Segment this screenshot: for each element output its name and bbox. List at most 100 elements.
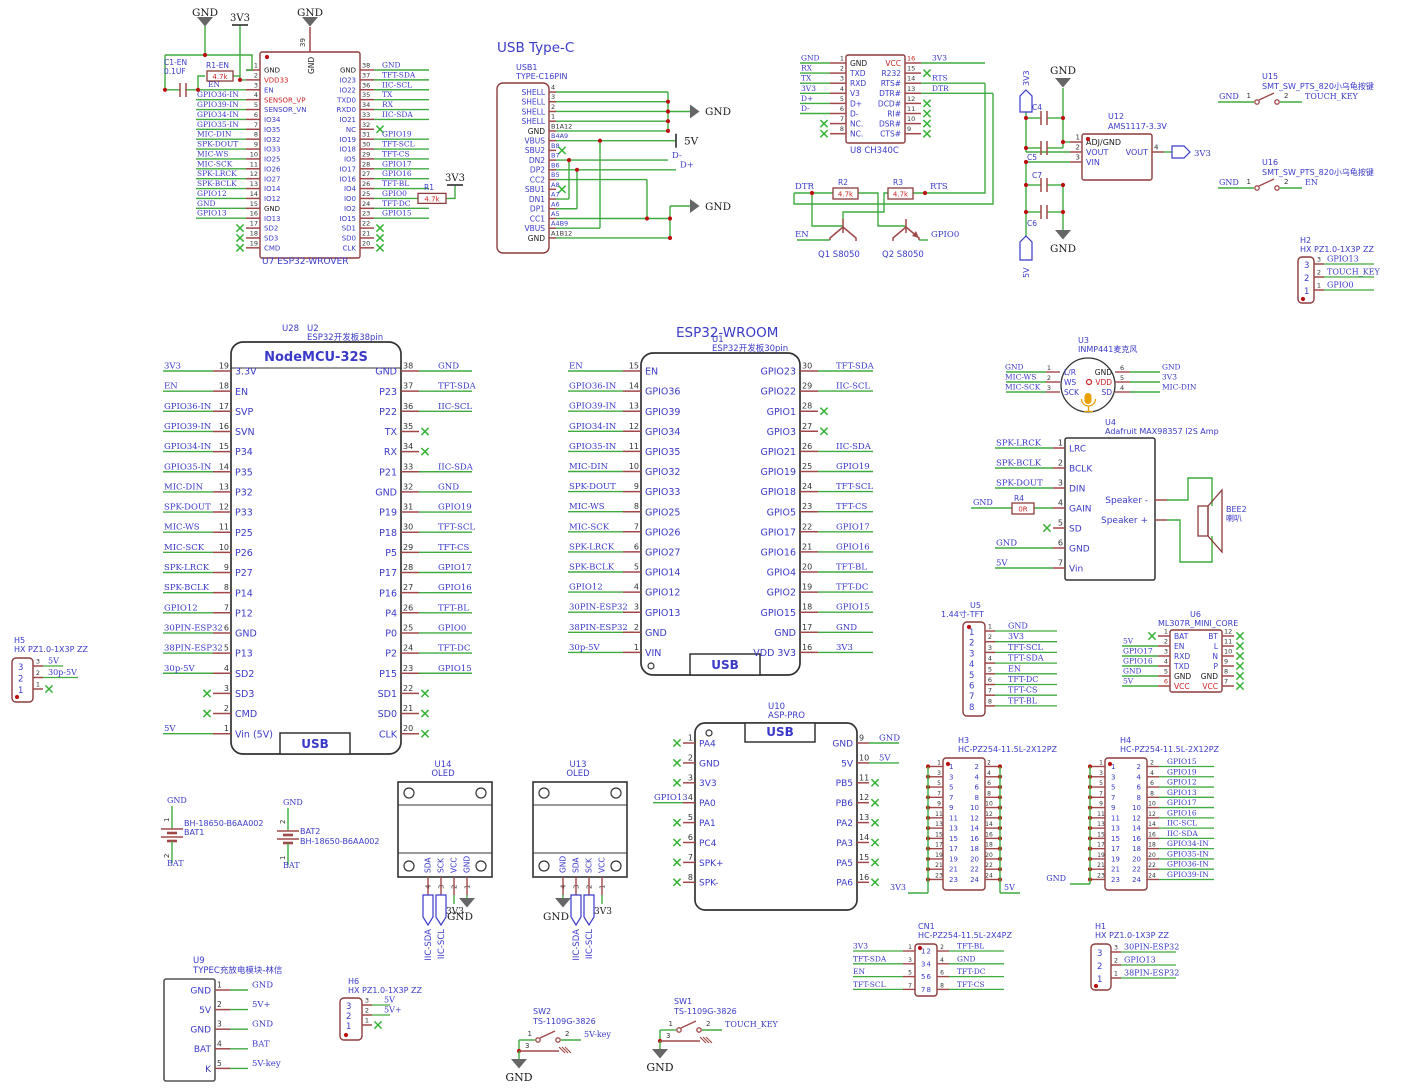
pin-number: 24 — [970, 876, 979, 884]
pin-name: P34 — [235, 447, 253, 458]
pin-number: 23 — [1097, 872, 1105, 879]
pin-number: 4 — [688, 793, 693, 802]
pin-number: 17 — [802, 623, 812, 632]
pin-name: GPIO32 — [645, 467, 680, 478]
h1-body — [1090, 943, 1112, 991]
net-flag — [583, 894, 595, 927]
net-label: GPIO36-IN — [164, 402, 212, 412]
pin-name: GPIO23 — [761, 367, 796, 378]
net-label: GPIO16 — [836, 542, 870, 552]
junction-dot — [566, 158, 572, 163]
pin-name: BAT — [1174, 632, 1189, 641]
pin-number: 29 — [403, 543, 413, 552]
net-label: TOUCH_KEY — [1305, 92, 1359, 101]
power-label: 3V3 — [446, 907, 464, 917]
pin-number: 37 — [403, 382, 413, 391]
usb-port-label: USB — [766, 725, 794, 739]
battery-ref: BH-18650-B6AA002 — [300, 837, 379, 846]
pin-number: 1 — [988, 623, 992, 631]
pin-number: 12 — [859, 793, 869, 802]
mount-hole — [538, 787, 550, 799]
chassis-gnd-icon — [702, 1036, 710, 1044]
pin-name: RXD — [850, 79, 866, 88]
decor-label: BEE2 — [1226, 505, 1247, 514]
pin-name: GND — [340, 67, 356, 75]
pin-name: GND — [559, 856, 568, 873]
u7-esp32-wrover-ref: U7 ESP32-WROVER — [262, 257, 349, 267]
net-label: EN — [1305, 178, 1318, 187]
pin-number: 21 — [362, 229, 370, 237]
mount-hole — [403, 787, 415, 799]
pin-name: IO25 — [264, 156, 280, 164]
net-label: TFT-CS — [1008, 686, 1038, 695]
switch-contact — [535, 1037, 541, 1043]
pin-number: 15 — [219, 442, 229, 451]
net-label: GPIO39-IN — [197, 100, 239, 109]
pin-name: SBU2 — [525, 146, 545, 155]
junction-dot — [343, 1032, 349, 1038]
pin-number: 8 — [634, 502, 639, 511]
pin-number: 23 — [802, 502, 812, 511]
pin-number: 3 — [969, 649, 974, 659]
h1-ref: HX PZ1.0-1X3P ZZ — [1095, 931, 1169, 940]
net-label: GND — [1162, 363, 1181, 372]
pin-name: GPIO4 — [767, 568, 796, 579]
pin-number: 7 — [1111, 794, 1115, 802]
net-label: 38PIN-ESP32 — [569, 623, 628, 633]
pin-number: A1B12 — [551, 229, 572, 237]
net-label: SPK-DOUT — [164, 503, 211, 513]
pin-number: 1 — [688, 734, 693, 743]
pin-number: 5 — [921, 973, 925, 981]
pin-number: 5 — [1058, 519, 1063, 528]
pin-name: GPIO17 — [761, 527, 796, 538]
pin-number: 6 — [224, 623, 229, 632]
net-label: GPIO36-IN — [569, 382, 617, 392]
pin-number: 7 — [921, 986, 925, 994]
pin-number: 1 — [921, 948, 925, 956]
usb1-type-c16pin-body — [496, 82, 550, 254]
pin-number: 1 — [528, 1030, 532, 1038]
pin-name: SDA — [424, 857, 433, 873]
pin-name: SD0 — [378, 709, 397, 720]
pin-number: 3 — [224, 684, 229, 693]
pin-number: 27 — [802, 422, 812, 431]
net-label: IIC-SCL — [382, 80, 412, 89]
decor-label: 0.1UF — [164, 67, 186, 76]
net-label: GPIO13 — [654, 793, 688, 803]
pin-name: N — [1212, 652, 1218, 661]
u3-inmp441-ref: U3 — [1078, 336, 1089, 345]
pin-name: IO21 — [340, 116, 356, 124]
net-label: MIC-SCK — [164, 543, 205, 553]
net-label: SPK-LRCK — [569, 542, 615, 552]
net-label: SPK-BCLK — [569, 563, 615, 573]
pin-name: PA1 — [699, 819, 716, 829]
pin-number: 3 — [254, 81, 258, 89]
pin-name: PB5 — [836, 779, 853, 789]
pin-name: RTS# — [881, 79, 901, 88]
net-label: TFT-SDA — [382, 70, 416, 79]
pin-name: CMD — [264, 245, 280, 253]
gnd-symbol — [690, 104, 700, 119]
pin-name: GND — [1095, 368, 1112, 377]
u13-ref: U13 — [569, 760, 586, 770]
pin-number: A4B9 — [551, 220, 568, 228]
pin-name: P5 — [385, 548, 397, 559]
pin-number: 2 — [1284, 178, 1288, 186]
pin-name: CMD — [235, 709, 257, 720]
pin-number: 27 — [362, 170, 370, 178]
decor-label: GND — [705, 201, 731, 213]
battery-ref: BH-18650-B6AA002 — [184, 819, 263, 828]
mount-hole — [475, 860, 487, 872]
pin-number: 3 — [551, 93, 555, 101]
pin-number: 8 — [224, 583, 229, 592]
decor-label: EN — [208, 80, 220, 89]
decor-label: GND — [705, 106, 731, 118]
u6-ml307r-ref: ML307R_MINI_CORE — [1158, 619, 1238, 628]
net-flag — [570, 894, 582, 927]
mount-hole — [610, 860, 622, 872]
net-label: GPIO17 — [1123, 647, 1153, 656]
junction-dot — [665, 109, 671, 114]
pin-number: 20 — [403, 724, 413, 733]
pin-name: GPIO18 — [761, 487, 796, 498]
